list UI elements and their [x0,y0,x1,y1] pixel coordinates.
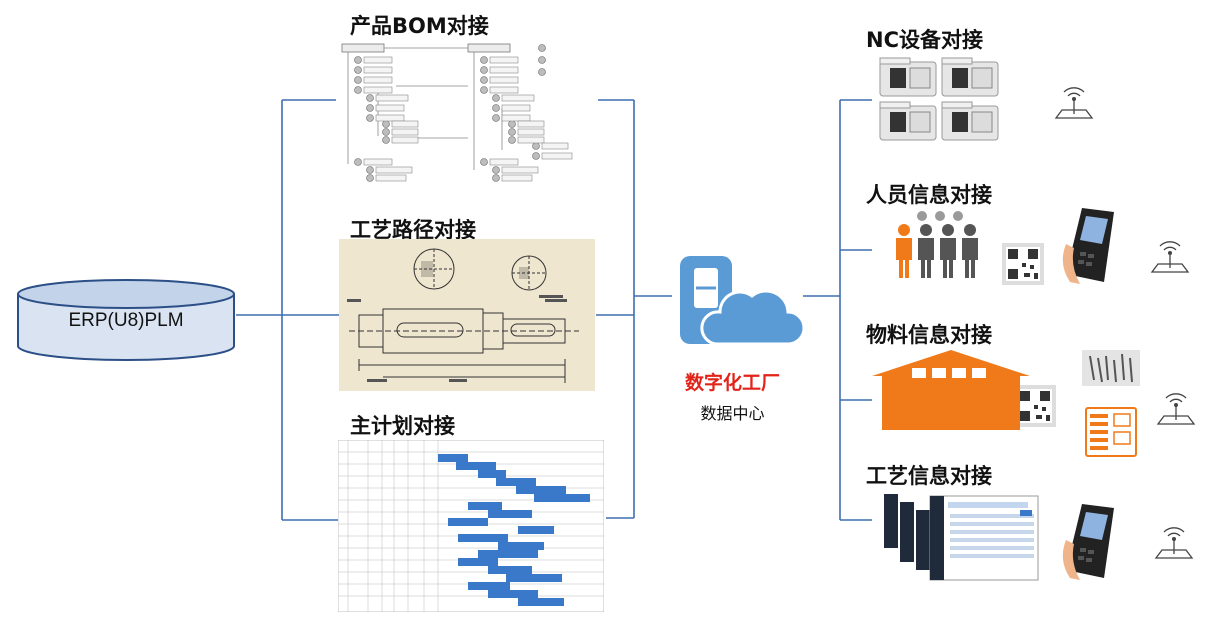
wireless-antenna-icon [1156,393,1196,425]
center-subtitle: 数据中心 [700,404,765,423]
materials-rods-image [1082,350,1140,386]
wireless-antenna-icon [1154,527,1194,559]
material-document-icon [1085,407,1137,457]
personnel-title: 人员信息对接 [866,183,992,207]
qr-code-icon [1002,243,1044,285]
wireless-antenna-icon [1150,241,1190,273]
qr-code-icon [1014,385,1056,427]
wireless-antenna-icon [1054,87,1094,119]
center-title: 数字化工厂 [684,372,780,394]
handheld-scanner-icon [1062,208,1114,284]
bom-tree-image [336,38,598,186]
master-plan-title: 主计划对接 [350,414,455,438]
data-center-cloud-icon [680,256,804,346]
process-route-title: 工艺路径对接 [350,218,476,242]
bom-title: 产品BOM对接 [350,14,489,38]
nc-machines-image [879,57,999,141]
erp-label: ERP(U8)PLM [68,310,184,331]
engineering-drawing-image [339,239,595,391]
warehouse-icon [872,350,1030,430]
personnel-icons [896,211,978,278]
gantt-chart-image [338,440,604,612]
process-info-screens-image [884,494,1039,581]
material-title: 物料信息对接 [866,323,992,347]
process-info-title: 工艺信息对接 [866,464,992,488]
nc-equipment-title: NC设备对接 [866,28,983,52]
handheld-scanner-icon [1062,504,1114,580]
erp-database-icon [17,279,235,361]
